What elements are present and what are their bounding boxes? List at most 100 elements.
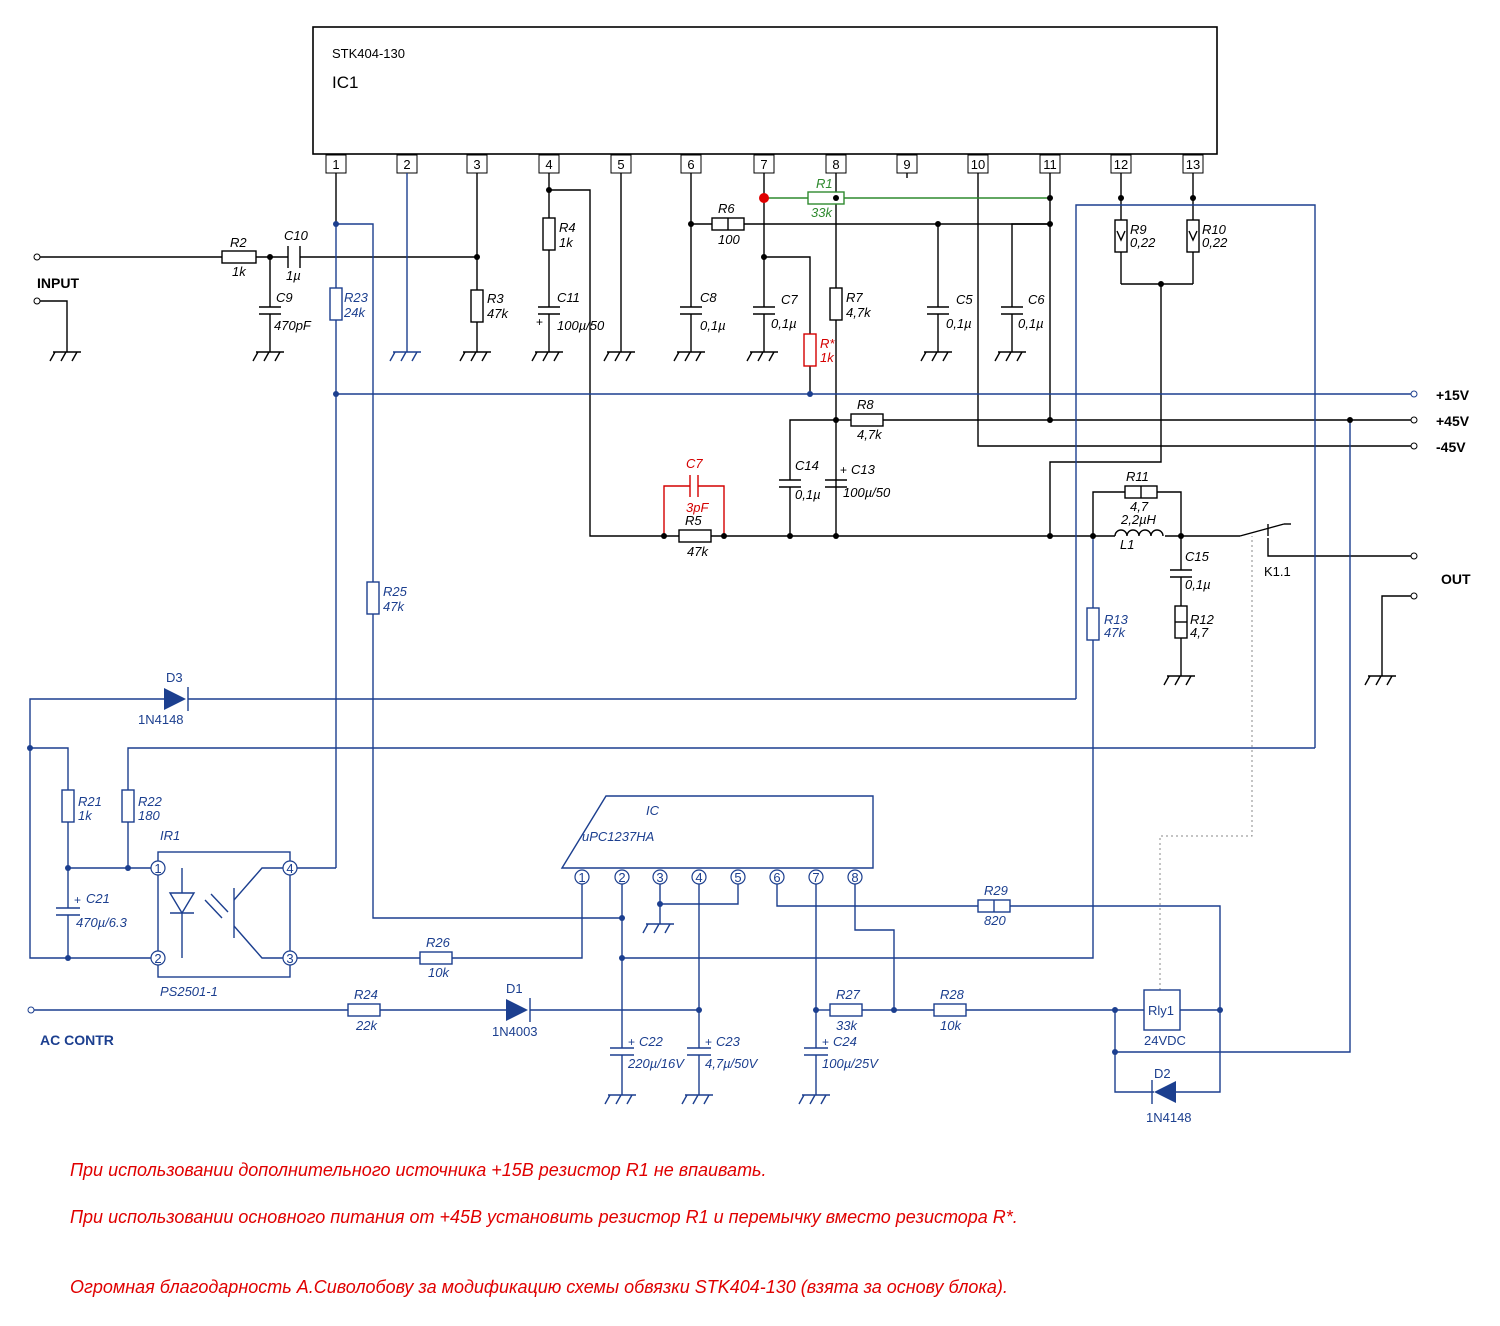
svg-text:1N4003: 1N4003 <box>492 1024 538 1039</box>
svg-text:47k: 47k <box>487 306 509 321</box>
svg-text:1k: 1k <box>820 350 835 365</box>
svg-text:4,7k: 4,7k <box>846 305 872 320</box>
svg-text:R7: R7 <box>846 290 863 305</box>
svg-text:4: 4 <box>286 861 293 876</box>
svg-text:7: 7 <box>812 870 819 885</box>
svg-text:C15: C15 <box>1185 549 1210 564</box>
svg-text:1N4148: 1N4148 <box>138 712 184 727</box>
svg-text:10: 10 <box>971 157 985 172</box>
svg-text:1k: 1k <box>232 264 247 279</box>
svg-text:2: 2 <box>618 870 625 885</box>
svg-text:PS2501-1: PS2501-1 <box>160 984 218 999</box>
svg-text:470µ/6.3: 470µ/6.3 <box>76 915 128 930</box>
svg-text:100µ/50: 100µ/50 <box>557 318 605 333</box>
svg-text:+: + <box>74 893 81 907</box>
svg-text:uPC1237HA: uPC1237HA <box>582 829 654 844</box>
mod-parts: R* 1k C7 3pF <box>663 333 835 536</box>
ic1-ref: IC1 <box>332 73 358 92</box>
svg-text:R21: R21 <box>78 794 102 809</box>
svg-text:100: 100 <box>718 232 740 247</box>
svg-text:1: 1 <box>332 157 339 172</box>
svg-text:220µ/16V: 220µ/16V <box>627 1056 685 1071</box>
svg-text:1: 1 <box>154 861 161 876</box>
svg-text:1: 1 <box>578 870 585 885</box>
svg-text:R*: R* <box>820 336 835 351</box>
svg-text:0,22: 0,22 <box>1130 235 1156 250</box>
svg-text:D2: D2 <box>1154 1066 1171 1081</box>
svg-text:R22: R22 <box>138 794 163 809</box>
svg-text:C6: C6 <box>1028 292 1045 307</box>
svg-text:9: 9 <box>903 157 910 172</box>
svg-text:8: 8 <box>851 870 858 885</box>
svg-text:3pF: 3pF <box>686 500 709 515</box>
svg-text:C9: C9 <box>276 290 293 305</box>
svg-text:3: 3 <box>473 157 480 172</box>
svg-text:3: 3 <box>656 870 663 885</box>
svg-text:C24: C24 <box>833 1034 857 1049</box>
svg-text:D3: D3 <box>166 670 183 685</box>
svg-text:C14: C14 <box>795 458 819 473</box>
svg-text:R4: R4 <box>559 220 576 235</box>
svg-text:C7: C7 <box>781 292 798 307</box>
svg-text:R26: R26 <box>426 935 451 950</box>
svg-text:R24: R24 <box>354 987 378 1002</box>
ic1-part: STK404-130 <box>332 46 405 61</box>
svg-text:C7: C7 <box>686 456 703 471</box>
svg-text:IR1: IR1 <box>160 828 180 843</box>
ic1-pins: 1 2 3 4 5 6 7 8 9 10 11 12 13 <box>325 154 1204 174</box>
svg-text:R29: R29 <box>984 883 1008 898</box>
svg-text:24VDC: 24VDC <box>1144 1033 1186 1048</box>
svg-text:R28: R28 <box>940 987 965 1002</box>
svg-text:1k: 1k <box>78 808 93 823</box>
svg-text:1k: 1k <box>559 235 574 250</box>
svg-text:+: + <box>822 1035 829 1049</box>
svg-text:C10: C10 <box>284 228 309 243</box>
rail-45v-neg: -45V <box>1436 439 1466 455</box>
svg-text:10k: 10k <box>428 965 450 980</box>
svg-text:33k: 33k <box>836 1018 858 1033</box>
svg-text:C23: C23 <box>716 1034 741 1049</box>
svg-text:2,2µH: 2,2µH <box>1120 512 1157 527</box>
ac-contr-label: AC CONTR <box>40 1032 114 1048</box>
svg-text:7: 7 <box>760 157 767 172</box>
svg-text:47k: 47k <box>1104 625 1126 640</box>
svg-text:100µ/50: 100µ/50 <box>843 485 891 500</box>
rail-15v: +15V <box>1436 387 1470 403</box>
svg-text:R9: R9 <box>1130 222 1147 237</box>
svg-text:Rly1: Rly1 <box>1148 1003 1174 1018</box>
svg-text:4,7µ/50V: 4,7µ/50V <box>705 1056 759 1071</box>
svg-text:+: + <box>705 1035 712 1049</box>
svg-text:100µ/25V: 100µ/25V <box>822 1056 879 1071</box>
note-1: При использовании дополнительного источн… <box>70 1160 767 1180</box>
note-2: При использовании основного питания от +… <box>70 1207 1018 1227</box>
svg-text:1µ: 1µ <box>286 268 301 283</box>
svg-text:IC: IC <box>646 803 660 818</box>
svg-text:R3: R3 <box>487 291 504 306</box>
svg-text:5: 5 <box>734 870 741 885</box>
svg-text:0,1µ: 0,1µ <box>700 318 726 333</box>
svg-text:D1: D1 <box>506 981 523 996</box>
svg-text:R12: R12 <box>1190 612 1215 627</box>
note-3: Огромная благодарность А.Сиволобову за м… <box>70 1277 1008 1297</box>
svg-text:4,7: 4,7 <box>1190 625 1209 640</box>
svg-text:R13: R13 <box>1104 612 1129 627</box>
svg-text:6: 6 <box>687 157 694 172</box>
svg-text:13: 13 <box>1186 157 1200 172</box>
svg-text:0,1µ: 0,1µ <box>771 316 797 331</box>
svg-text:8: 8 <box>832 157 839 172</box>
svg-text:R1: R1 <box>816 176 833 191</box>
ic1-body <box>312 26 1218 155</box>
svg-text:6: 6 <box>773 870 780 885</box>
svg-text:10k: 10k <box>940 1018 962 1033</box>
svg-text:5: 5 <box>617 157 624 172</box>
svg-text:R11: R11 <box>1126 469 1149 484</box>
svg-text:47k: 47k <box>383 599 405 614</box>
svg-text:4: 4 <box>695 870 702 885</box>
svg-text:0,22: 0,22 <box>1202 235 1228 250</box>
svg-text:33k: 33k <box>811 205 833 220</box>
svg-text:K1.1: K1.1 <box>1264 564 1291 579</box>
svg-text:2: 2 <box>403 157 410 172</box>
svg-text:24k: 24k <box>343 305 366 320</box>
svg-text:R10: R10 <box>1202 222 1227 237</box>
